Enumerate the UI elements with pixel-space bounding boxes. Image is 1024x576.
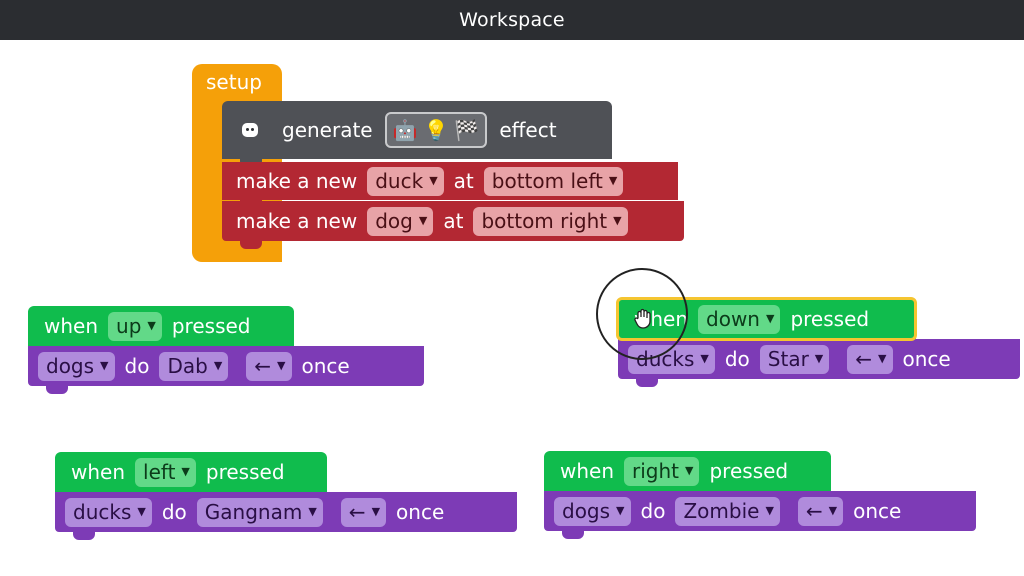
once-label: once — [853, 499, 902, 523]
do-label: do — [161, 500, 187, 524]
dogs-do-dab-block[interactable]: dogs ▼ do Dab ▼ ← ▼ once — [28, 346, 424, 394]
dropdown-caret-icon: ▼ — [371, 504, 381, 518]
dropdown-caret-icon: ▼ — [181, 464, 190, 478]
dropdown-caret-icon: ▼ — [418, 213, 428, 227]
make-new-label: make a new — [236, 209, 358, 233]
direction-dropdown[interactable]: ← ▼ — [340, 497, 387, 527]
pressed-label: pressed — [790, 307, 870, 331]
make-new-label: make a new — [236, 169, 358, 193]
robot-emoji: 🤖 — [392, 118, 418, 142]
checkered-flag-emoji: 🏁 — [454, 118, 480, 142]
position-dropdown[interactable]: bottom right ▼ — [473, 206, 628, 236]
direction-dropdown[interactable]: ← ▼ — [797, 496, 844, 526]
once-label: once — [902, 347, 951, 371]
ducks-do-gangnam-block[interactable]: ducks ▼ do Gangnam ▼ ← ▼ once — [55, 492, 517, 540]
when-up-pressed-block[interactable]: when up ▼ pressed — [28, 306, 294, 354]
direction-dropdown[interactable]: ← ▼ — [246, 351, 292, 381]
make-new-dog-block[interactable]: make a new dog ▼ at bottom right ▼ — [222, 201, 684, 249]
once-label: once — [301, 354, 350, 378]
do-label: do — [640, 499, 666, 523]
once-label: once — [396, 500, 445, 524]
pressed-label: pressed — [205, 460, 285, 484]
dropdown-caret-icon: ▼ — [765, 503, 774, 517]
window-title: Workspace — [459, 9, 565, 31]
ducks-do-star-block[interactable]: ducks ▼ do Star ▼ ← ▼ once — [618, 339, 1020, 387]
dropdown-caret-icon: ▼ — [277, 358, 286, 372]
robot-icon — [240, 119, 260, 141]
dance-dropdown[interactable]: Gangnam ▼ — [196, 497, 323, 527]
when-label: when — [44, 314, 99, 338]
setup-label: setup — [206, 70, 262, 94]
dogs-do-zombie-block[interactable]: dogs ▼ do Zombie ▼ ← ▼ once — [544, 491, 976, 539]
dropdown-caret-icon: ▼ — [616, 503, 625, 517]
dropdown-caret-icon: ▼ — [308, 504, 317, 518]
direction-dropdown[interactable]: ← ▼ — [847, 344, 893, 374]
emoji-picker[interactable]: 🤖 💡 🏁 — [384, 112, 488, 148]
generate-effect-block[interactable]: generate 🤖 💡 🏁 effect — [222, 101, 612, 167]
do-label: do — [124, 354, 150, 378]
dropdown-caret-icon: ▼ — [213, 358, 223, 372]
object-dropdown[interactable]: duck ▼ — [367, 166, 444, 196]
make-new-duck-block[interactable]: make a new duck ▼ at bottom left ▼ — [222, 162, 678, 208]
dropdown-caret-icon: ▼ — [100, 358, 109, 372]
dropdown-caret-icon: ▼ — [147, 318, 156, 332]
dropdown-caret-icon: ▼ — [828, 503, 838, 517]
key-dropdown[interactable]: up ▼ — [108, 311, 162, 341]
actor-dropdown[interactable]: ducks ▼ — [65, 497, 152, 527]
dance-dropdown[interactable]: Star ▼ — [759, 344, 830, 374]
dropdown-caret-icon: ▼ — [765, 311, 775, 325]
actor-dropdown[interactable]: dogs ▼ — [554, 496, 631, 526]
dropdown-caret-icon: ▼ — [429, 173, 438, 187]
when-down-pressed-block[interactable]: when down ▼ pressed — [618, 299, 916, 347]
at-label: at — [443, 209, 464, 233]
dropdown-caret-icon: ▼ — [608, 173, 618, 187]
actor-dropdown[interactable]: dogs ▼ — [38, 351, 115, 381]
at-label: at — [453, 169, 474, 193]
key-dropdown[interactable]: down ▼ — [698, 304, 781, 334]
object-dropdown[interactable]: dog ▼ — [367, 206, 434, 236]
dropdown-caret-icon: ▼ — [137, 504, 146, 518]
generate-label: generate — [282, 118, 373, 142]
when-label: when — [560, 459, 615, 483]
dropdown-caret-icon: ▼ — [814, 351, 824, 365]
grab-hand-icon — [634, 308, 651, 329]
dance-dropdown[interactable]: Dab ▼ — [159, 351, 229, 381]
dropdown-caret-icon: ▼ — [878, 351, 887, 365]
workspace-title-bar: Workspace — [0, 0, 1024, 40]
dropdown-caret-icon: ▼ — [700, 351, 709, 365]
dropdown-caret-icon: ▼ — [685, 463, 694, 477]
do-label: do — [724, 347, 750, 371]
position-dropdown[interactable]: bottom left ▼ — [483, 166, 624, 196]
when-right-pressed-block[interactable]: when right ▼ pressed — [544, 451, 831, 499]
when-label: when — [71, 460, 126, 484]
pressed-label: pressed — [171, 314, 251, 338]
key-dropdown[interactable]: left ▼ — [135, 457, 196, 487]
when-left-pressed-block[interactable]: when left ▼ pressed — [55, 452, 327, 500]
lightbulb-emoji: 💡 — [423, 118, 449, 142]
dance-dropdown[interactable]: Zombie ▼ — [675, 496, 780, 526]
dropdown-caret-icon: ▼ — [613, 213, 622, 227]
key-dropdown[interactable]: right ▼ — [624, 456, 700, 486]
pressed-label: pressed — [709, 459, 789, 483]
cursor-highlight-ring — [596, 268, 688, 360]
effect-label: effect — [499, 118, 557, 142]
